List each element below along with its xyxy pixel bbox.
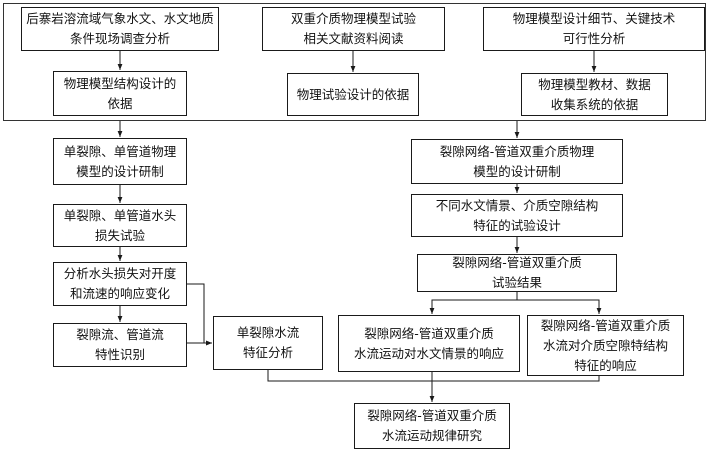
split-n12 [431, 299, 600, 313]
node-n12: 裂隙网络-管道双重介质 试验结果 [417, 254, 617, 292]
node-n4: 物理模型结构设计的 依据 [53, 71, 187, 116]
node-n8: 裂隙网络-管道双重介质物理 模型的设计研制 [411, 139, 623, 184]
node-n12-line-2: 试验结果 [491, 275, 542, 290]
node-n15-line-1: 裂隙网络-管道双重介质 [364, 325, 494, 341]
node-n2-line-1: 双重介质物理模型试验 [290, 11, 416, 26]
node-n10-line-2: 特征的试验设计 [473, 217, 561, 233]
node-n8-line-2: 模型的设计研制 [473, 163, 561, 179]
node-n16-line-2: 水流对介质空隙特结构 [542, 337, 668, 353]
node-n13: 裂隙流、管道流 特性识别 [53, 323, 187, 367]
node-n10-line-1: 不同水文情景、介质空隙结构 [435, 197, 599, 213]
node-n2: 双重介质物理模型试验 相关文献资料阅读 [262, 7, 445, 51]
node-n14-line-1: 单裂隙水流 [236, 325, 300, 340]
top-group-frame [3, 3, 706, 121]
node-n3: 物理模型设计细节、关键技术 可行性分析 [483, 7, 705, 51]
node-n12-line-1: 裂隙网络-管道双重介质 [452, 255, 582, 270]
node-n14: 单裂隙水流 特征分析 [213, 316, 323, 370]
node-n13-line-1: 裂隙流、管道流 [76, 327, 164, 342]
node-n17-line-1: 裂隙网络-管道双重介质 [367, 408, 497, 423]
node-n1-line-2: 条件现场调查分析 [69, 31, 170, 46]
node-n7-line-2: 模型的设计研制 [76, 163, 164, 179]
merge-to-n17 [267, 370, 600, 382]
node-n9-line-1: 单裂隙、单管道水头 [63, 207, 177, 223]
node-n1: 后寨岩溶流域气象水文、水文地质 条件现场调查分析 [21, 7, 219, 51]
node-n4-line-2: 依据 [107, 95, 133, 111]
node-n7: 单裂隙、单管道物理 模型的设计研制 [53, 138, 187, 185]
node-n8-line-1: 裂隙网络-管道双重介质物理 [439, 143, 595, 159]
node-n11: 分析水头损失对开度 和流速的响应变化 [53, 262, 187, 306]
node-n5: 物理试验设计的依据 [287, 73, 419, 116]
node-n6: 物理模型教材、数据 收集系统的依据 [521, 73, 668, 116]
node-n16-line-3: 特征的响应 [574, 357, 637, 373]
node-n13-line-2: 特性识别 [94, 347, 145, 362]
node-n10: 不同水文情景、介质空隙结构 特征的试验设计 [411, 194, 623, 237]
node-n15-line-2: 水流运动对水文情景的响应 [353, 345, 504, 361]
arrow-n11-n14 [187, 283, 212, 346]
node-n16-line-1: 裂隙网络-管道双重介质 [540, 317, 671, 333]
node-n6-line-1: 物理模型教材、数据 [538, 76, 651, 92]
node-n1-line-1: 后寨岩溶流域气象水文、水文地质 [26, 11, 214, 26]
node-n11-line-2: 和流速的响应变化 [69, 286, 170, 301]
node-n9-line-2: 损失试验 [94, 227, 145, 243]
node-n3-line-1: 物理模型设计细节、关键技术 [512, 11, 676, 26]
node-n5-line-1: 物理试验设计的依据 [296, 86, 410, 102]
node-n4-line-1: 物理模型结构设计的 [63, 75, 177, 91]
node-n2-line-2: 相关文献资料阅读 [303, 31, 404, 46]
node-n17: 裂隙网络-管道双重介质 水流运动规律研究 [354, 403, 510, 449]
node-n17-line-2: 水流运动规律研究 [381, 428, 482, 443]
node-n16: 裂隙网络-管道双重介质 水流对介质空隙特结构 特征的响应 [527, 315, 684, 376]
node-n11-line-1: 分析水头损失对开度 [63, 266, 177, 281]
node-n15: 裂隙网络-管道双重介质 水流运动对水文情景的响应 [338, 315, 520, 372]
node-n7-line-1: 单裂隙、单管道物理 [63, 143, 177, 159]
node-n6-line-2: 收集系统的依据 [550, 96, 639, 112]
node-n3-line-2: 可行性分析 [562, 31, 626, 46]
node-n14-line-2: 特征分析 [242, 345, 293, 360]
node-n9: 单裂隙、单管道水头 损失试验 [53, 204, 187, 247]
